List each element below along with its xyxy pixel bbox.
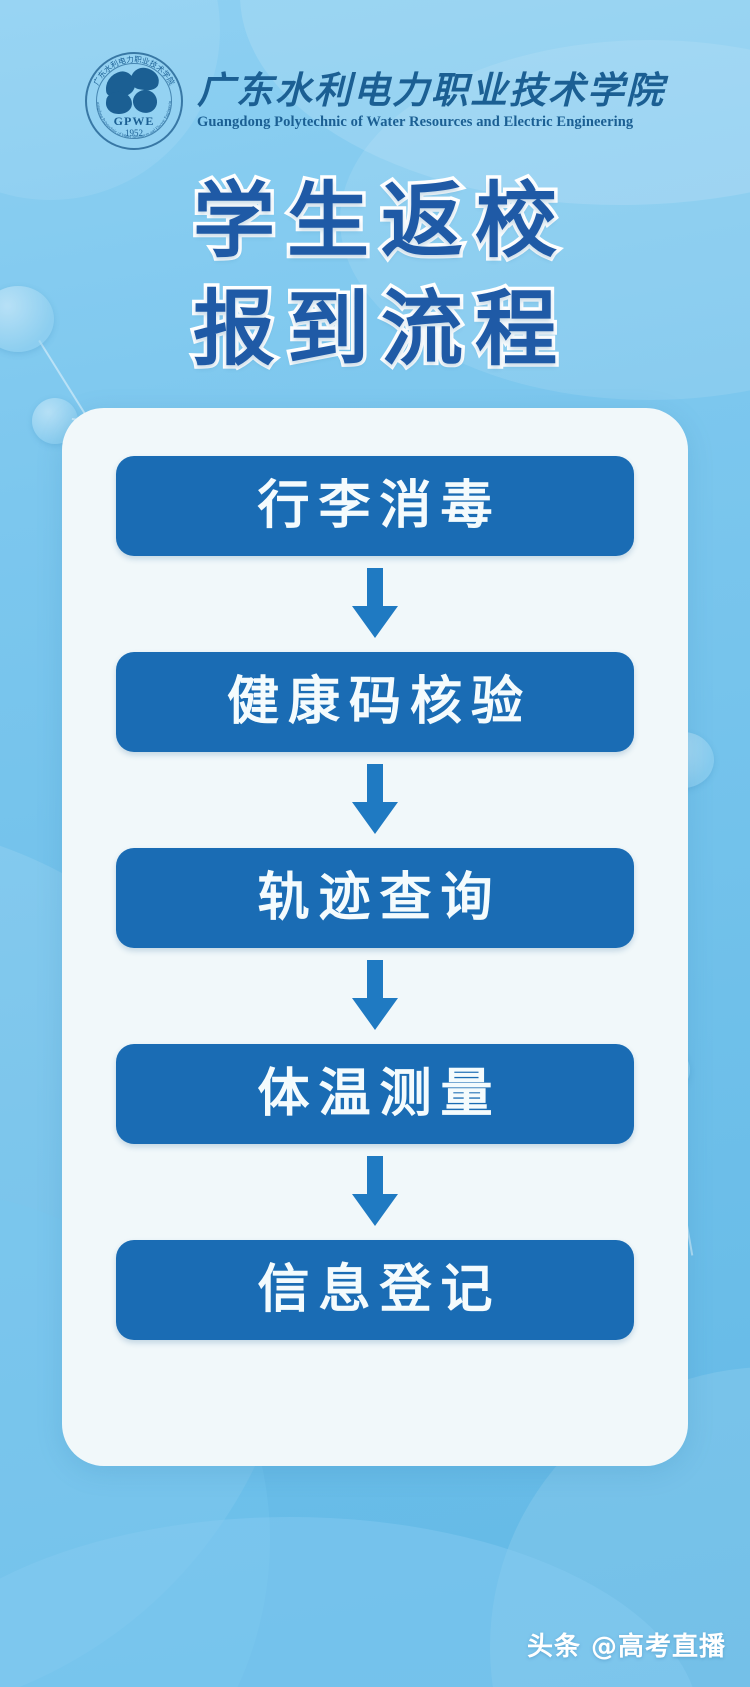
flow-step-5-label: 信息登记	[257, 1260, 502, 1320]
flow-step-4[interactable]: 体温测量	[116, 1044, 634, 1144]
logo-outer-ring	[85, 52, 183, 150]
page-title-line-1: 学生返校	[189, 170, 569, 272]
logo-emblem-leaves	[102, 66, 163, 116]
header: 广东水利电力职业技术学院 Guangdong Polytechnic of Wa…	[0, 52, 750, 150]
university-name-en: Guangdong Polytechnic of Water Resources…	[197, 113, 634, 130]
university-logo: 广东水利电力职业技术学院 Guangdong Polytechnic of Wa…	[85, 52, 183, 150]
flow-step-2-label: 健康码核验	[226, 672, 532, 732]
logo-year: 1952	[125, 128, 143, 138]
flow-step-1-label: 行李消毒	[257, 476, 502, 536]
university-name-block: 广东水利电力职业技术学院 Guangdong Polytechnic of Wa…	[197, 71, 665, 131]
flow-arrow-1	[116, 556, 634, 652]
arrow-down-icon	[352, 764, 398, 834]
flow-arrow-3	[116, 948, 634, 1044]
logo-acronym: GPWE	[113, 114, 155, 128]
flow-list: 行李消毒 健康码核验 轨迹查询	[116, 456, 634, 1340]
logo-leaf-4	[131, 88, 159, 115]
flow-arrow-2	[116, 752, 634, 848]
arrow-down-icon	[352, 568, 398, 638]
logo-inner-ring	[96, 63, 172, 139]
page-title: 学生返校 报到流程	[0, 168, 750, 384]
flow-step-5[interactable]: 信息登记	[116, 1240, 634, 1340]
flow-step-3-label: 轨迹查询	[257, 868, 502, 928]
flow-step-2[interactable]: 健康码核验	[116, 652, 634, 752]
flow-step-1[interactable]: 行李消毒	[116, 456, 634, 556]
page-title-line-2: 报到流程	[189, 279, 569, 381]
footer-watermark: 头条 @高考直播	[526, 1632, 726, 1662]
arrow-down-icon	[352, 960, 398, 1030]
flow-arrow-4	[116, 1144, 634, 1240]
university-name-cn: 广东水利电力职业技术学院	[197, 68, 665, 113]
arrow-down-icon	[352, 1156, 398, 1226]
flow-step-4-label: 体温测量	[257, 1064, 502, 1124]
flow-step-3[interactable]: 轨迹查询	[116, 848, 634, 948]
flow-card: 行李消毒 健康码核验 轨迹查询	[62, 408, 688, 1466]
